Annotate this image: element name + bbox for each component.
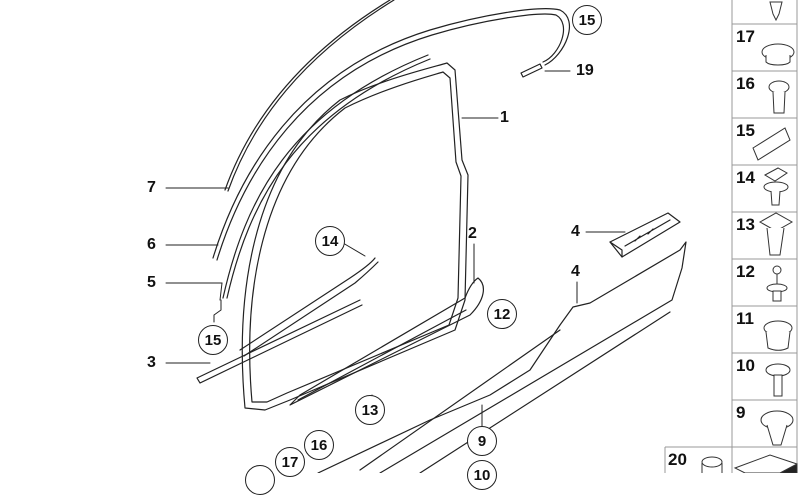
callout-4[interactable]: 4 (571, 263, 580, 280)
legend-label-13[interactable]: 13 (736, 215, 755, 234)
callout-circled-12[interactable]: 12 (487, 299, 517, 329)
callout-5[interactable]: 4 (571, 223, 580, 240)
threaded-rivet-icon (765, 363, 791, 397)
grommet-icon (763, 320, 793, 351)
callout-circled-15-top[interactable]: 15 (572, 5, 602, 35)
legend-grid (664, 0, 798, 473)
wedge-icon (733, 454, 798, 473)
callout-circled-partial (245, 465, 275, 495)
side-sill-4 (317, 241, 687, 473)
legend-label-11[interactable]: 11 (736, 309, 754, 328)
callout-1[interactable]: 1 (500, 109, 509, 126)
callout-3[interactable]: 3 (147, 354, 156, 371)
callout-7[interactable]: 6 (147, 236, 156, 253)
lower-seal-strip-3 (196, 299, 363, 384)
bracket-5 (609, 212, 681, 258)
legend-label-12[interactable]: 12 (736, 262, 755, 281)
callout-circled-13[interactable]: 13 (355, 395, 385, 425)
legend-label-9[interactable]: 9 (736, 403, 746, 422)
fir-tree-clip-icon (760, 410, 794, 446)
legend-label-10[interactable]: 10 (736, 356, 755, 375)
legend-label-17[interactable]: 17 (736, 27, 755, 46)
trim-strip-8 (224, 0, 395, 192)
spreader-clip-icon (758, 212, 794, 256)
door-seal-frame-1 (241, 62, 469, 411)
push-rivet-icon (766, 265, 788, 302)
callout-circled-10[interactable]: 10 (467, 460, 497, 490)
callout-circled-15-left[interactable]: 15 (198, 325, 228, 355)
clip-nut-icon (763, 167, 789, 206)
small-seal-14 (239, 257, 379, 357)
legend-label-14[interactable]: 14 (736, 168, 755, 187)
clip-bracket-icon (752, 127, 791, 161)
legend-label-20[interactable]: 20 (668, 450, 687, 469)
callout-circled-9[interactable]: 9 (467, 426, 497, 456)
legend-label-16[interactable]: 16 (736, 74, 755, 93)
legend-label-15[interactable]: 15 (736, 121, 755, 140)
parts-diagram-canvas (165, 0, 798, 473)
callout-circled-14[interactable]: 14 (315, 226, 345, 256)
callout-8[interactable]: 7 (147, 179, 156, 196)
entrance-sill-2 (289, 277, 484, 406)
trim-strip-6 (222, 54, 431, 299)
plug-icon (701, 456, 723, 473)
callout-19[interactable]: 19 (576, 62, 594, 79)
clip-19 (520, 63, 543, 78)
screw-icon (769, 1, 783, 22)
cap-plug-icon (761, 43, 795, 66)
trim-strip-7 (212, 8, 570, 261)
callout-6[interactable]: 5 (147, 274, 156, 291)
callout-2[interactable]: 2 (468, 225, 477, 242)
expanding-rivet-icon (768, 80, 790, 114)
callout-circled-16[interactable]: 16 (304, 430, 334, 460)
